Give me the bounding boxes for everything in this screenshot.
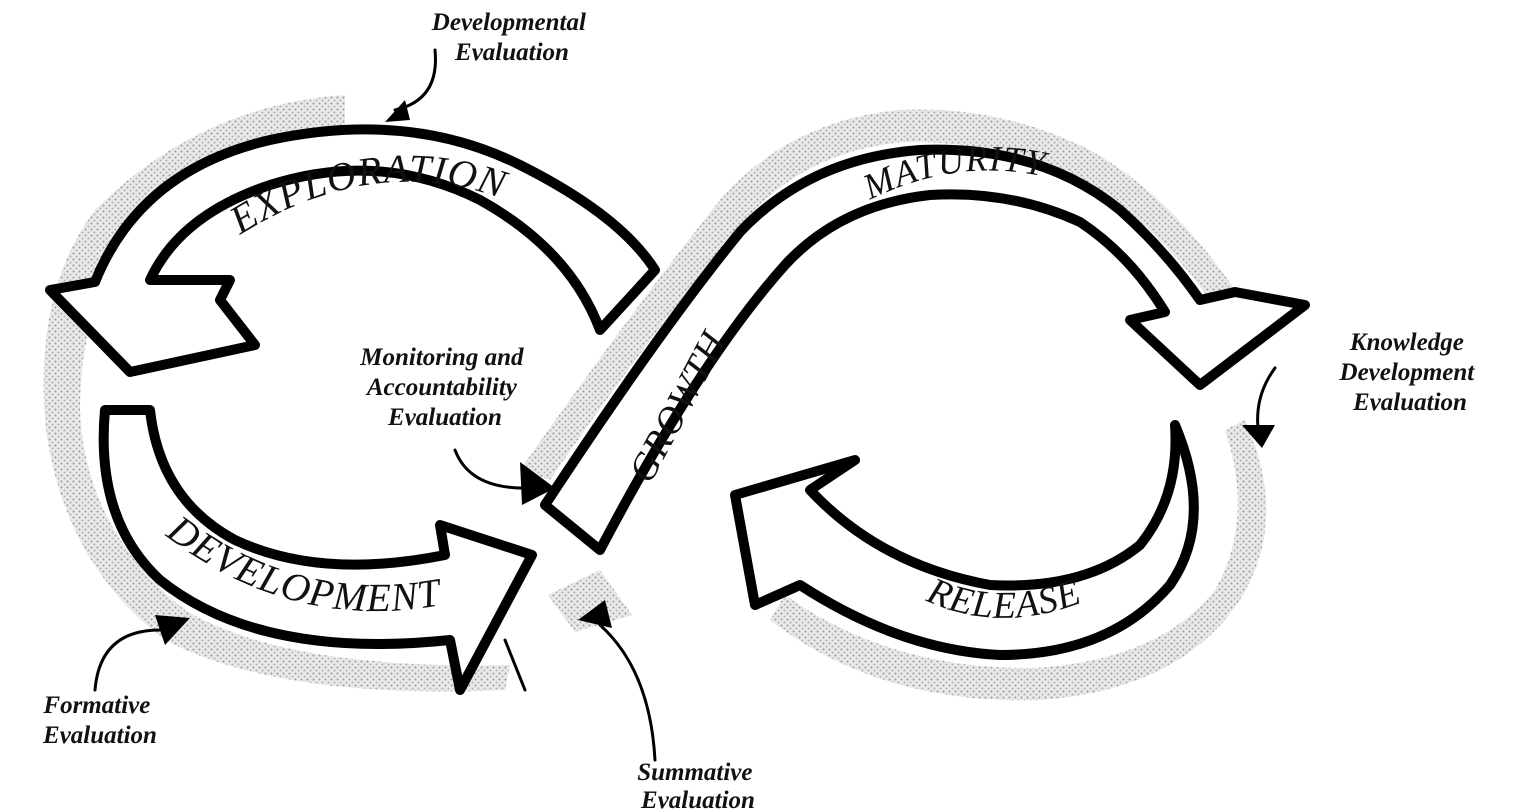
monitoring-pointer-line	[453, 448, 532, 490]
summative-evaluation-label: Summative Evaluation	[637, 759, 759, 811]
knowledge-pointer-line	[1256, 366, 1277, 430]
growth-maturity-arrow	[540, 144, 1310, 555]
pointer-arrows	[93, 48, 1277, 762]
development-arrow	[98, 405, 537, 695]
release-arrow	[730, 420, 1199, 660]
developmental-pointer-line	[393, 48, 437, 112]
monitoring-evaluation-label: Monitoring and Accountability Evaluation	[359, 344, 530, 431]
formative-pointer-line	[93, 628, 162, 692]
formative-pointer-tip	[155, 615, 190, 645]
knowledge-pointer-tip	[1242, 425, 1275, 448]
summative-pointer-tip	[578, 600, 612, 628]
formative-evaluation-label: Formative Evaluation	[42, 692, 157, 749]
developmental-evaluation-label: Developmental Evaluation	[431, 9, 592, 66]
development-tail	[503, 638, 527, 692]
developmental-pointer-tip	[385, 100, 410, 122]
knowledge-evaluation-label: Knowledge Development Evaluation	[1339, 329, 1481, 416]
summative-shadow	[548, 570, 632, 632]
monitoring-pointer-tip	[520, 462, 555, 505]
exploration-arrow	[45, 124, 660, 377]
shadow-layer	[43, 95, 1267, 701]
growth-shadow	[520, 109, 1235, 480]
summative-pointer-line	[598, 623, 657, 762]
